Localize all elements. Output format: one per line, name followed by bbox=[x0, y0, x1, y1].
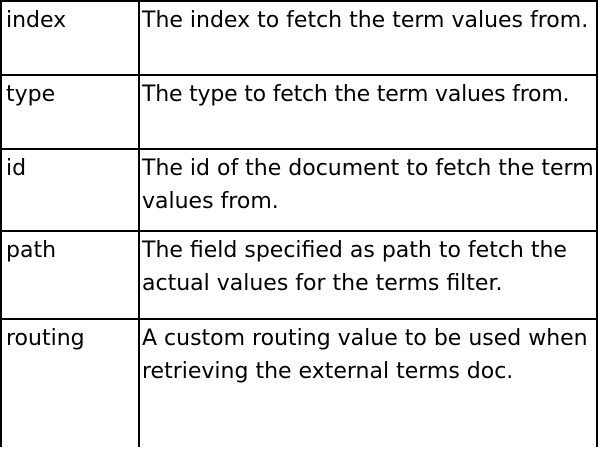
table-row: type The type to fetch the term values f… bbox=[0, 74, 598, 150]
param-name-cell: type bbox=[0, 74, 140, 150]
param-name-cell: id bbox=[0, 148, 140, 232]
param-name-cell: path bbox=[0, 230, 140, 320]
table-row: path The field specified as path to fetc… bbox=[0, 230, 598, 320]
table-row: index The index to fetch the term values… bbox=[0, 0, 598, 76]
param-description-cell: The field specified as path to fetch the… bbox=[138, 230, 598, 320]
param-description-cell: The type to fetch the term values from. bbox=[138, 74, 598, 150]
param-description-cell: A custom routing value to be used when r… bbox=[138, 318, 598, 447]
table-row: id The id of the document to fetch the t… bbox=[0, 148, 598, 232]
param-description-cell: The index to fetch the term values from. bbox=[138, 0, 598, 76]
param-name-cell: index bbox=[0, 0, 140, 76]
param-description-cell: The id of the document to fetch the term… bbox=[138, 148, 598, 232]
table-row: routing A custom routing value to be use… bbox=[0, 318, 598, 447]
param-name-cell: routing bbox=[0, 318, 140, 447]
